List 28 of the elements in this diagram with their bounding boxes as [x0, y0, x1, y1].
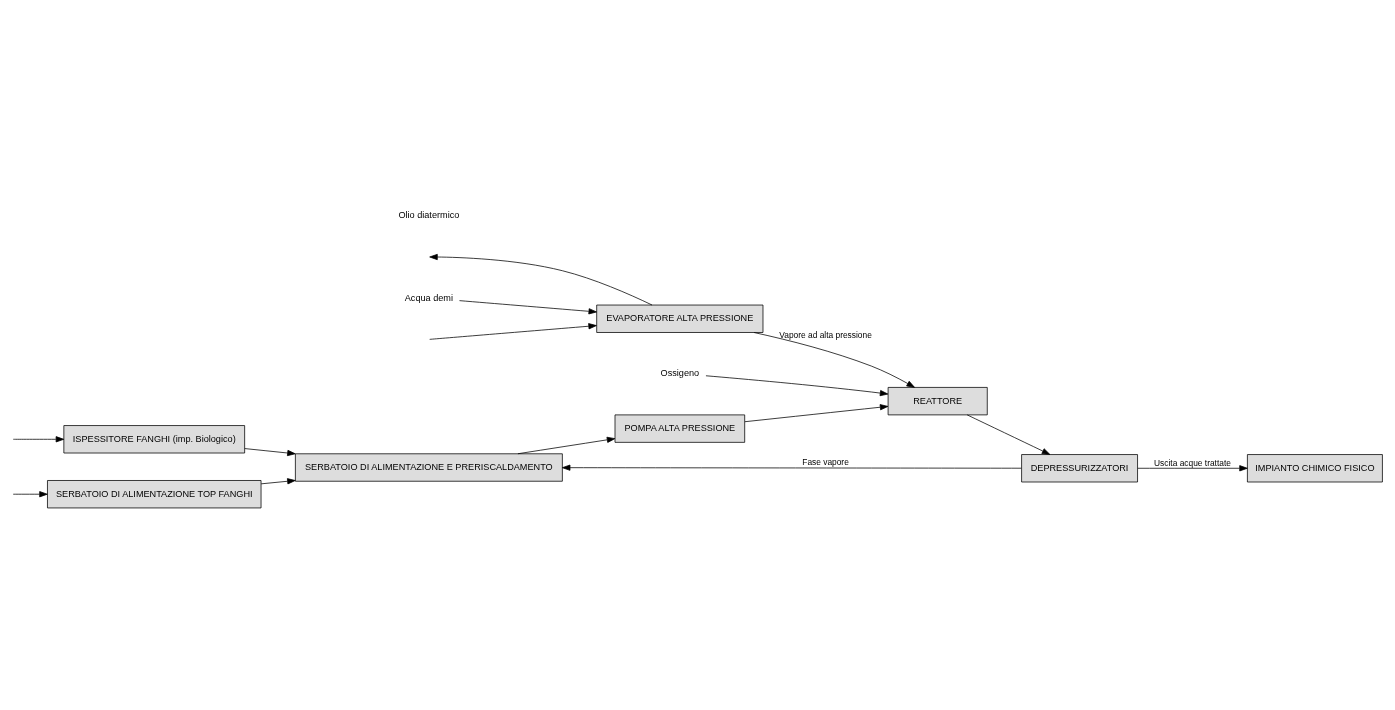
node-box: ISPESSITORE FANGHI (imp. Biologico)	[63, 425, 246, 454]
node-box: EVAPORATORE ALTA PRESSIONE	[596, 304, 764, 333]
node-box: SERBATOIO DI ALIMENTAZIONE E PRERISCALDAMENTO	[295, 453, 563, 482]
edge-label: Uscita acque trattate	[1154, 457, 1231, 468]
node-box: IMPIANTO CHIMICO FISICO	[1247, 454, 1383, 483]
edge-label: Fase vapore	[802, 457, 849, 468]
arrow	[244, 448, 296, 457]
arrow	[753, 332, 915, 388]
node-text: Acqua demi	[404, 292, 454, 303]
arrow	[744, 404, 889, 423]
arrow	[517, 436, 616, 455]
arrow	[12, 436, 65, 443]
label: Olio diatermico	[398, 210, 460, 221]
arrow	[562, 464, 1022, 471]
node-box: DEPRESSURIZZATORI	[1021, 454, 1138, 483]
node-box: POMPA ALTA PRESSIONE	[614, 414, 746, 443]
edge-label: Vapore ad alta pressione	[779, 329, 872, 340]
node-text: Ossigeno	[660, 368, 700, 379]
node-box: SERBATOIO DI ALIMENTAZIONE TOP FANGHI	[47, 480, 262, 509]
arrow	[705, 375, 889, 397]
arrow	[12, 491, 48, 498]
arrow	[1137, 465, 1248, 472]
arrow	[966, 414, 1051, 455]
arrow	[459, 300, 597, 315]
arrow	[260, 478, 296, 485]
node-box: REATTORE	[887, 387, 988, 416]
arrow	[429, 253, 653, 306]
arrow	[429, 323, 597, 340]
